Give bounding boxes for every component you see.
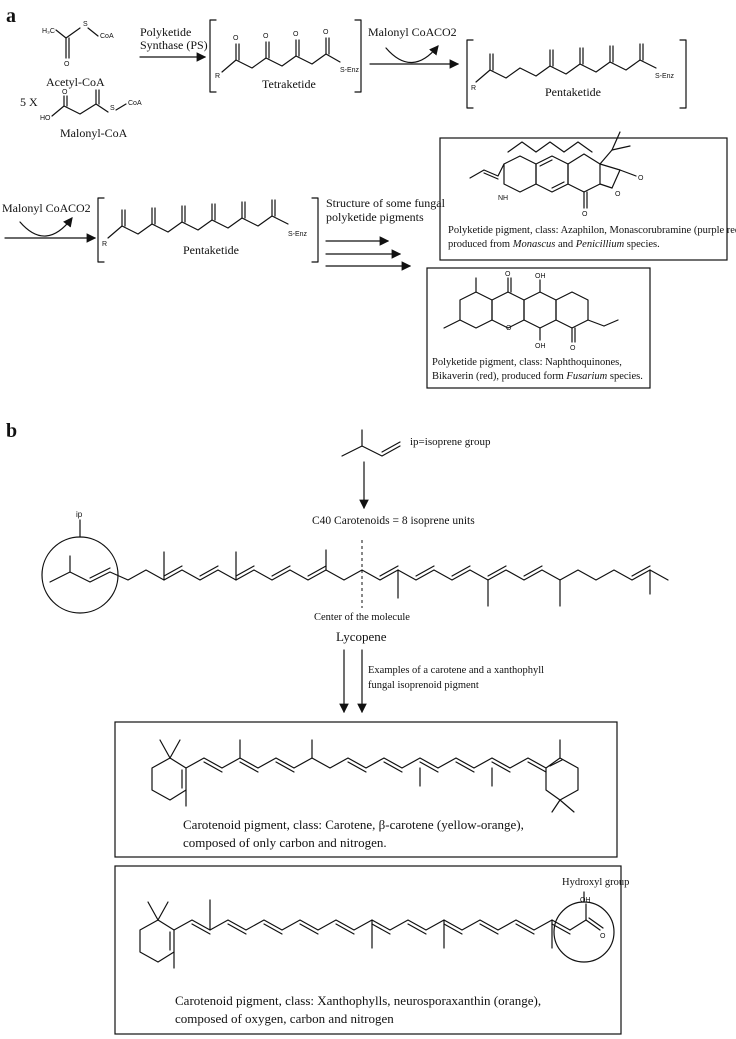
pentaketide-label-2: Pentaketide [183, 243, 239, 257]
svg-text:S-Enz: S-Enz [655, 73, 675, 80]
svg-text:O: O [293, 31, 299, 38]
svg-text:S-Enz: S-Enz [340, 67, 360, 74]
svg-text:CoA: CoA [100, 33, 114, 40]
monascorubramine-caption-line2: produced from Monascus and Penicillium s… [448, 239, 660, 250]
examples-label-line2: fungal isoprenoid pigment [368, 680, 479, 691]
panel-label-b: b [6, 420, 17, 442]
svg-text:O: O [615, 191, 621, 198]
tetraketide-structure: O O O O R S-Enz [209, 19, 362, 93]
svg-text:S: S [110, 105, 115, 112]
curved-arrow-2 [19, 217, 73, 237]
svg-text:O: O [64, 61, 70, 68]
svg-text:S: S [83, 21, 88, 28]
svg-text:OH: OH [535, 343, 546, 350]
svg-text:O: O [582, 211, 588, 218]
svg-text:O: O [505, 271, 511, 278]
svg-text:O: O [506, 325, 512, 332]
svg-text:H₃C: H₃C [42, 28, 55, 35]
hydroxyl-label: Hydroxyl group [562, 877, 629, 888]
svg-text:O: O [323, 29, 329, 36]
svg-text:R: R [471, 85, 476, 92]
carotenoids-label: C40 Carotenoids = 8 isoprene units [312, 515, 475, 527]
five-x-label: 5 X [20, 95, 38, 109]
svg-text:O: O [638, 175, 644, 182]
curved-arrow-1 [385, 45, 439, 64]
beta-carotene-structure [151, 739, 579, 813]
enzyme-label-line1: Polyketide [140, 25, 191, 39]
co2-label-1: CO2 [434, 25, 457, 39]
panel-label-a: a [6, 5, 16, 27]
pentaketide-label-1: Pentaketide [545, 85, 601, 99]
pentaketide-structure-1: R S-Enz [466, 39, 687, 109]
malonyl-coa-label: Malonyl-CoA [60, 126, 128, 140]
svg-text:HO: HO [40, 115, 51, 122]
examples-label-line1: Examples of a carotene and a xanthophyll [368, 665, 544, 676]
malonyl-coa-structure: O HO S CoA [40, 89, 142, 122]
svg-text:O: O [233, 35, 239, 42]
svg-text:NH: NH [498, 195, 508, 202]
svg-text:OH: OH [580, 897, 591, 904]
bikaverin-caption-line1: Polyketide pigment, class: Naphthoquinon… [432, 357, 622, 368]
structure-caption-line2: polyketide pigments [326, 210, 424, 224]
neurosporaxanthin-caption-line1: Carotenoid pigment, class: Xanthophylls,… [175, 993, 541, 1008]
isoprene-label: ip=isoprene group [410, 436, 491, 448]
beta-carotene-box [114, 721, 618, 858]
svg-text:CoA: CoA [128, 100, 142, 107]
acetyl-coa-label: Acetyl-CoA [46, 75, 105, 89]
enzyme-label-line2: Synthase (PS) [140, 38, 208, 52]
bikaverin-box [426, 267, 651, 389]
svg-text:OH: OH [535, 273, 546, 280]
monascorubramine-structure: NH O O O [469, 131, 644, 218]
bikaverin-caption-line2: Bikaverin (red), produced form Fusarium … [432, 371, 643, 382]
svg-text:S-Enz: S-Enz [288, 231, 308, 238]
svg-text:O: O [263, 33, 269, 40]
ip-label: ip [76, 510, 83, 519]
isoprene-structure [341, 429, 401, 457]
neurosporaxanthin-caption-line2: composed of oxygen, carbon and nitrogen [175, 1011, 394, 1026]
svg-text:R: R [102, 241, 107, 248]
monascorubramine-caption-line1: Polyketide pigment, class: Azaphilon, Mo… [448, 225, 736, 236]
tetraketide-label: Tetraketide [262, 77, 316, 91]
svg-text:O: O [570, 345, 576, 352]
acetyl-coa-structure: H₃C S CoA O [42, 21, 114, 68]
pentaketide-structure-2: R S-Enz [97, 197, 319, 263]
svg-text:O: O [600, 933, 606, 940]
monascorubramine-box [439, 137, 728, 261]
center-label: Center of the molecule [314, 612, 410, 623]
lycopene-structure [41, 519, 669, 614]
neurosporaxanthin-structure: OH O [139, 891, 615, 969]
bikaverin-structure: O OH OH O O [443, 271, 619, 352]
svg-text:R: R [215, 73, 220, 80]
malonyl-cofactor-label-2: Malonyl CoA [2, 201, 69, 215]
malonyl-cofactor-label-1: Malonyl CoA [368, 25, 435, 39]
co2-label-2: CO2 [68, 201, 91, 215]
beta-carotene-caption-line1: Carotenoid pigment, class: Carotene, β-c… [183, 817, 524, 832]
beta-carotene-caption-line2: composed of only carbon and nitrogen. [183, 835, 387, 850]
structure-caption-line1: Structure of some fungal [326, 196, 446, 210]
neurosporaxanthin-box [114, 865, 622, 1035]
lycopene-label: Lycopene [336, 629, 387, 644]
svg-text:O: O [62, 89, 68, 96]
